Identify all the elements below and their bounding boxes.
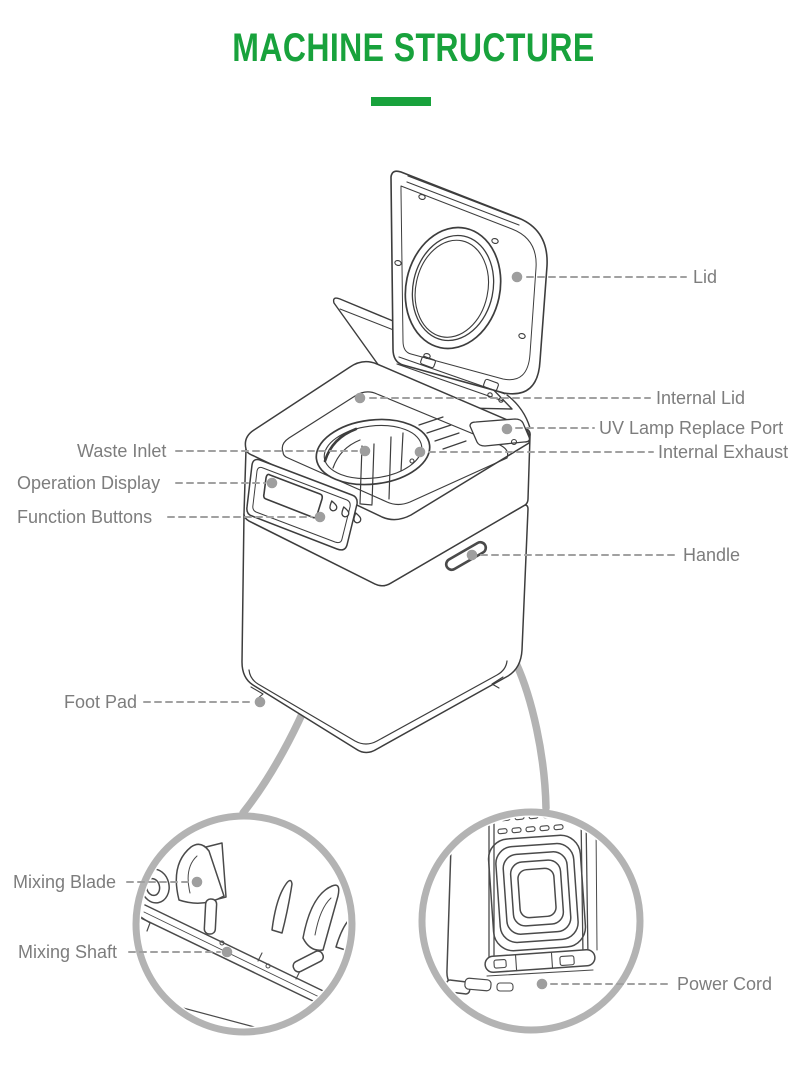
label-handle: Handle xyxy=(683,545,741,565)
label-internal-exhaust: Internal Exhaust xyxy=(658,442,789,462)
waste-inlet-drawing xyxy=(315,416,467,506)
label-function-buttons: Function Buttons xyxy=(17,507,153,527)
power-cord-coil-drawing xyxy=(487,834,587,952)
label-power-cord: Power Cord xyxy=(677,974,773,994)
uv-lamp-port-drawing xyxy=(469,418,531,447)
handle-drawing xyxy=(444,540,488,572)
label-mixing-blade: Mixing Blade xyxy=(13,872,117,892)
leader-lines xyxy=(126,276,687,985)
label-lid: Lid xyxy=(693,267,718,287)
label-waste-inlet: Waste Inlet xyxy=(77,441,167,461)
label-mixing-shaft: Mixing Shaft xyxy=(18,942,118,962)
label-uv-lamp-replace-port: UV Lamp Replace Port xyxy=(599,418,784,438)
title-underline xyxy=(371,97,431,106)
label-internal-lid: Internal Lid xyxy=(656,388,746,408)
lid-drawing xyxy=(390,170,548,429)
page-title-text: MACHINE STRUCTURE xyxy=(231,26,595,70)
function-buttons-drawing xyxy=(329,500,362,524)
label-foot-pad: Foot Pad xyxy=(64,692,138,712)
mixing-blade-drawing xyxy=(175,842,347,973)
page-title: MACHINE STRUCTURE xyxy=(0,26,800,71)
detail-circle-power xyxy=(418,808,644,1034)
leader-dots xyxy=(191,271,548,990)
label-operation-display: Operation Display xyxy=(17,473,161,493)
detail-circle-mixing xyxy=(132,812,356,1036)
